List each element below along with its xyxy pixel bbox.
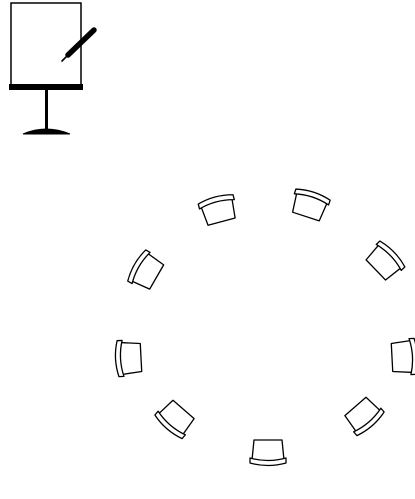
- chair-circle: [115, 187, 415, 466]
- chair-icon: [289, 187, 331, 222]
- chair-icon: [342, 395, 386, 438]
- flipchart-icon: [9, 3, 94, 134]
- chair-icon: [115, 340, 142, 377]
- flipchart-paper: [11, 3, 81, 85]
- chair-icon: [363, 239, 406, 283]
- flipchart-pole: [45, 89, 48, 129]
- chair-icon: [126, 249, 166, 293]
- chair-icon: [250, 440, 286, 466]
- chair-icon: [153, 398, 197, 441]
- chair-icon: [198, 192, 239, 226]
- chair-icon: [391, 338, 415, 375]
- flipchart-base: [23, 129, 70, 134]
- chair-seat: [252, 440, 284, 462]
